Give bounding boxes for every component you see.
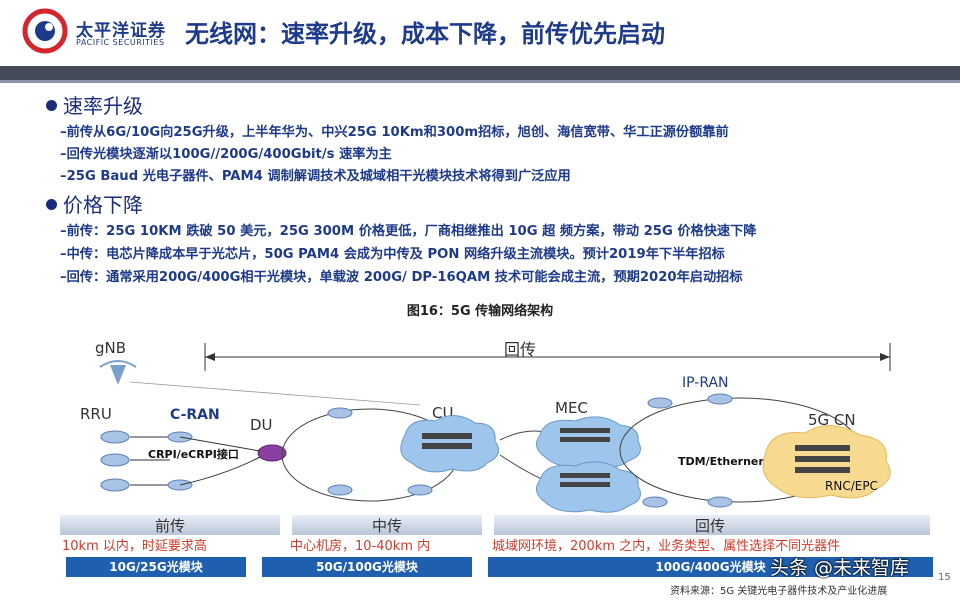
tdm-label: TDM/Etherner bbox=[678, 455, 764, 468]
midhaul-band bbox=[292, 515, 482, 535]
bullet-line: –前传：25G 10KM 跌破 50 美元，25G 300M 价格更低，厂商相继… bbox=[60, 224, 757, 239]
section-heading-text: 速率升级 bbox=[63, 94, 143, 118]
bullet-icon bbox=[46, 100, 57, 111]
gnb-label: gNB bbox=[95, 339, 126, 357]
bullet-line: –前传从6G/10G向25G升级，上半年华为、中兴25G 10Km和300m招标… bbox=[60, 125, 729, 140]
logo-name-cn: 太平洋证券 bbox=[76, 21, 166, 41]
cran-label: C-RAN bbox=[170, 407, 220, 423]
rnc-label: RNC/EPC bbox=[825, 479, 878, 493]
mec-cloud-lower bbox=[535, 461, 641, 513]
rru-label: RRU bbox=[80, 405, 112, 423]
backhaul-band bbox=[494, 515, 930, 535]
cn5g-label: 5G CN bbox=[808, 411, 856, 429]
bullet-line: –回传光模块逐渐以100G//200G/400Gbit/s 速率为主 bbox=[60, 147, 392, 162]
watermark: 头条 @未来智库 bbox=[770, 557, 910, 579]
section-heading-rate: 速率升级 bbox=[46, 90, 143, 119]
section-heading-price: 价格下降 bbox=[46, 189, 143, 218]
header-band bbox=[0, 66, 960, 80]
figure-caption: 图16：5G 传输网络架构 bbox=[406, 304, 554, 319]
backhaul-label: 回传 bbox=[695, 517, 725, 535]
backhaul-note: 城域网环境，200km 之内，业务类型、属性选择不同光器件 bbox=[492, 539, 841, 554]
page-number: 15 bbox=[938, 572, 951, 583]
midhaul-module-bar: 50G/100G光模块 bbox=[262, 557, 472, 577]
network-architecture-diagram: 回传 gNB RRU C-RAN CRPI/eCRPI接口 DU CU MEC bbox=[60, 339, 930, 535]
cpri-label: CRPI/eCRPI接口 bbox=[148, 447, 239, 461]
logo-name-en: PACIFIC SECURITIES bbox=[76, 38, 165, 47]
fronthaul-band bbox=[60, 515, 280, 535]
du-label: DU bbox=[250, 416, 273, 434]
backhaul-top-label: 回传 bbox=[504, 340, 536, 359]
fronthaul-module-bar: 10G/25G光模块 bbox=[66, 557, 246, 577]
antenna-icon bbox=[99, 360, 137, 385]
bullet-icon bbox=[46, 199, 57, 210]
fronthaul-label: 前传 bbox=[155, 517, 185, 535]
mec-label: MEC bbox=[555, 399, 588, 417]
bullet-line: –回传：通常采用200G/400G相干光模块，单载波 200G/ DP-16QA… bbox=[60, 270, 743, 285]
rru-router-icons bbox=[100, 430, 130, 492]
source-note: 资料来源：5G 关键光电子器件技术及产业化进展 bbox=[670, 586, 888, 597]
cran-router-icons bbox=[167, 431, 193, 491]
fronthaul-note: 10km 以内，时延要求高 bbox=[62, 539, 207, 554]
bullet-line: –中传：电芯片降成本早于光芯片，50G PAM4 会成为中传及 PON 网络升级… bbox=[60, 247, 725, 262]
midhaul-note: 中心机房，10-40km 内 bbox=[290, 539, 431, 554]
du-router-icon bbox=[257, 444, 287, 462]
logo-mark-icon bbox=[22, 8, 68, 54]
page-title: 无线网：速率升级，成本下降，前传优先启动 bbox=[185, 20, 665, 48]
company-logo: 太平洋证券 PACIFIC SECURITIES bbox=[22, 8, 172, 54]
midhaul-label: 中传 bbox=[372, 517, 402, 535]
section-heading-text: 价格下降 bbox=[63, 193, 143, 217]
header-band-stripe bbox=[0, 80, 960, 83]
backhaul-module-bar: 100G/400G光模块 bbox=[488, 557, 933, 577]
ipran-label: IP-RAN bbox=[682, 375, 729, 391]
mec-cloud-upper bbox=[535, 416, 641, 468]
bullet-line: –25G Baud 光电子器件、PAM4 调制解调技术及城域相干光模块技术将得到… bbox=[60, 169, 571, 184]
